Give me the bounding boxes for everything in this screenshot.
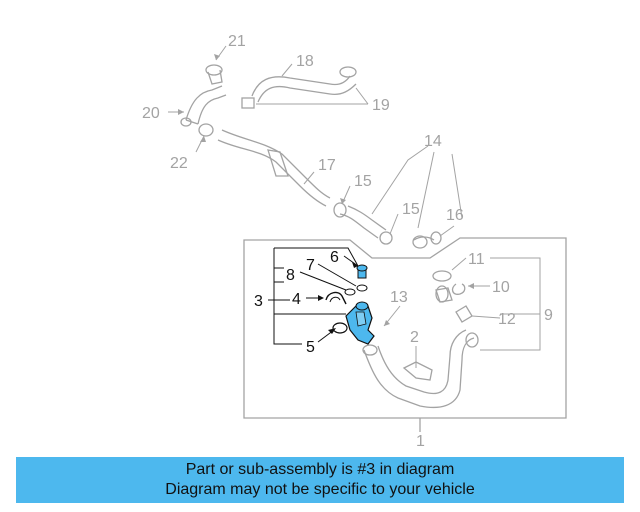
connector-12 <box>455 305 473 323</box>
o-ring-7 <box>356 284 368 292</box>
lower-hose <box>363 337 475 409</box>
info-banner: Part or sub-assembly is #3 in diagram Di… <box>16 457 624 503</box>
callout-18: 18 <box>296 53 314 70</box>
clip-4 <box>325 291 347 305</box>
gasket-5 <box>332 322 348 334</box>
callout-15a: 15 <box>354 173 372 190</box>
callout-3: 3 <box>254 293 263 310</box>
callout-labels: 21 18 20 19 22 17 14 15 15 16 11 10 9 12… <box>142 33 553 450</box>
callout-8: 8 <box>286 267 295 284</box>
callout-10: 10 <box>492 279 510 296</box>
hose-18 <box>251 75 351 97</box>
callout-13: 13 <box>390 289 408 306</box>
pipe-17 <box>217 139 327 207</box>
callout-9: 9 <box>544 307 553 324</box>
callout-6: 6 <box>330 249 339 266</box>
callout-11: 11 <box>468 251 485 268</box>
callout-22: 22 <box>170 155 188 172</box>
callout-19: 19 <box>372 97 390 114</box>
banner-line-2: Diagram may not be specific to your vehi… <box>165 481 475 498</box>
callout-16: 16 <box>446 207 464 224</box>
hose-20 <box>185 85 223 121</box>
clamp-22 <box>198 123 214 137</box>
callout-21: 21 <box>228 33 246 50</box>
callout-5: 5 <box>306 339 315 356</box>
main-assembly-box <box>243 237 567 432</box>
callout-7: 7 <box>306 257 315 274</box>
callout-15b: 15 <box>402 201 420 218</box>
upper-leaders <box>168 45 463 237</box>
callout-12: 12 <box>498 311 516 328</box>
box-leaders <box>383 257 541 368</box>
callout-1: 1 <box>416 433 425 450</box>
callout-17: 17 <box>318 157 336 174</box>
hose-15 <box>339 213 379 239</box>
banner-line-1: Part or sub-assembly is #3 in diagram <box>185 461 455 478</box>
arrowheads <box>318 262 358 334</box>
clamp-21 <box>205 64 223 76</box>
callout-14: 14 <box>424 133 442 150</box>
clip-10 <box>451 283 466 295</box>
water-outlet-assembly-3 <box>325 264 375 345</box>
grey-arrowheads <box>178 54 474 326</box>
black-leaders <box>268 247 359 345</box>
callout-2: 2 <box>410 329 419 346</box>
o-ring-8 <box>344 288 356 296</box>
callout-4: 4 <box>292 291 301 308</box>
seal-11 <box>432 270 452 282</box>
callout-20: 20 <box>142 105 160 122</box>
upper-hose-group <box>180 64 442 249</box>
